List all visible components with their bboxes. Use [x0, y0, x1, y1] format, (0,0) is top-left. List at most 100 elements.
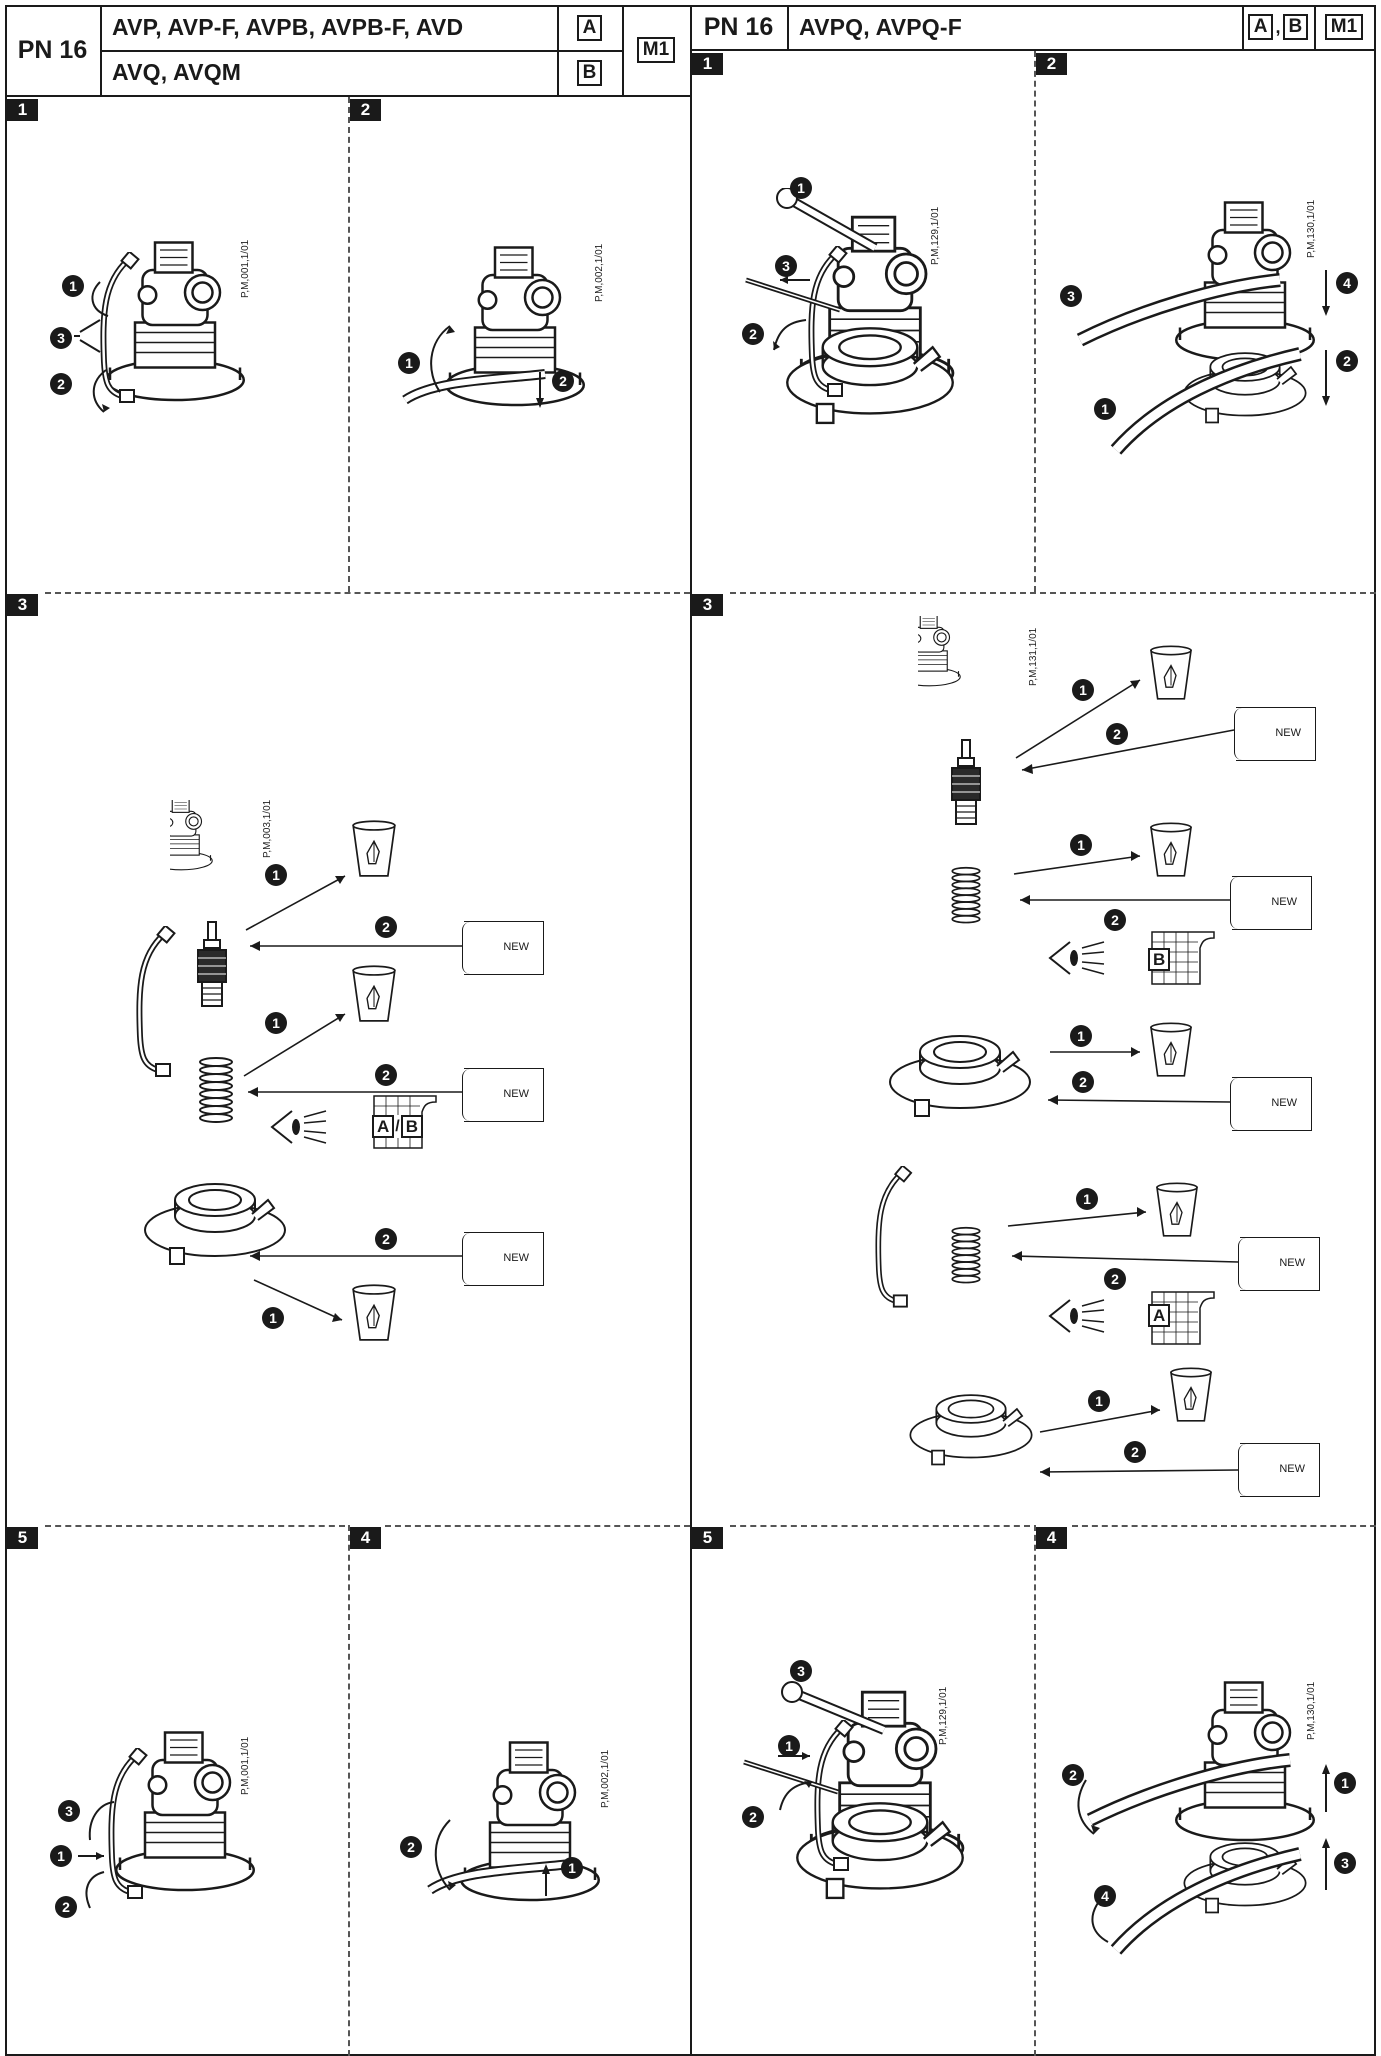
left-step4-wrench [427, 1859, 571, 1895]
right-step5-arrows [778, 1752, 813, 1811]
left-step-5-badge: 5 [7, 1527, 38, 1549]
left-row2-models: AVQ, AVQM [100, 50, 559, 97]
left-step-1-badge: 1 [7, 99, 38, 121]
right-new-label-3: NEW [1271, 1097, 1297, 1109]
left-step1-arrows [74, 281, 110, 413]
right-divider-3 [730, 592, 1376, 594]
left-step1-callout-2: 2 [50, 373, 72, 395]
right-step1-arrows [773, 276, 810, 351]
right-step1-screwdriver [745, 277, 841, 313]
right-step2-arrows [1322, 270, 1330, 406]
right-new-label-4: NEW [1279, 1257, 1305, 1269]
left-step-2-badge: 2 [350, 99, 381, 121]
right-step3-callout-1d: 1 [1076, 1188, 1098, 1210]
right-step5-callout-1: 1 [778, 1735, 800, 1757]
right-new-label-2: NEW [1271, 896, 1297, 908]
left-step3-callout-2a: 2 [375, 916, 397, 938]
right-step5-screwdriver [743, 1759, 839, 1795]
right-step3-ref-b: B [1148, 948, 1171, 971]
right-step4-upper-wrench [1086, 1753, 1291, 1827]
right-step2-lower-wrench [1110, 347, 1302, 455]
left-step5-callout-2: 2 [55, 1896, 77, 1918]
right-step3-new-card-1: NEW [1234, 707, 1316, 761]
right-step3-new-card-4: NEW [1238, 1237, 1320, 1291]
right-top-divider [1034, 51, 1036, 592]
left-step-3-badge: 3 [7, 594, 38, 616]
right-step3-new-card-5: NEW [1238, 1443, 1320, 1497]
left-step3-callout-1c: 1 [262, 1307, 284, 1329]
left-step3-ref-a: A [372, 1115, 395, 1138]
right-step-1-badge: 1 [692, 53, 723, 75]
left-mode-cell: M1 [622, 5, 692, 97]
left-step3-new-card-3: NEW [462, 1232, 544, 1286]
left-row2-code-cell: B [557, 50, 624, 97]
right-new-label-5: NEW [1279, 1463, 1305, 1475]
right-step5-callout-2: 2 [742, 1806, 764, 1828]
left-top-divider [348, 97, 350, 592]
right-step3-callout-2a: 2 [1106, 723, 1128, 745]
left-mode: M1 [636, 37, 676, 63]
right-step4-lower-wrench [1110, 1847, 1302, 1955]
left-row1-code-cell: A [557, 5, 624, 52]
left-step-4-badge: 4 [350, 1527, 381, 1549]
right-step1-callout-3: 3 [775, 255, 797, 277]
right-new-label-1: NEW [1275, 727, 1301, 739]
right-step3-callout-2c: 2 [1072, 1071, 1094, 1093]
left-step3-ref-b: B [400, 1115, 424, 1138]
right-step5-drawing-code: P,M,129,1/01 [938, 1686, 949, 1745]
right-step3-callout-2b: 2 [1104, 909, 1126, 931]
right-step2-callout-4: 4 [1336, 272, 1358, 294]
left-new-label-2: NEW [503, 1088, 529, 1100]
right-mode-cell: M1 [1314, 5, 1376, 51]
right-step-2-badge: 2 [1036, 53, 1067, 75]
right-code-cell: A , B [1242, 5, 1316, 51]
right-mode: M1 [1324, 14, 1364, 40]
right-step1-callout-2: 2 [742, 323, 764, 345]
right-step4-arrows [1077, 1764, 1330, 1943]
left-step5-arrows [70, 1780, 115, 1909]
right-step5-callout-3: 3 [790, 1660, 812, 1682]
right-step3-arrows [1007, 679, 1239, 1477]
right-step2-callout-1: 1 [1094, 398, 1116, 420]
left-step4-arrows [434, 1819, 550, 1896]
left-step2-wrench [402, 369, 546, 405]
left-bottom-divider [348, 1525, 350, 2056]
left-row1-models: AVP, AVP-F, AVPB, AVPB-F, AVD [100, 5, 559, 52]
right-pn-label: PN 16 [690, 5, 789, 51]
left-step3-ref-codes: A / B [372, 1115, 424, 1138]
left-step4-callout-2: 2 [400, 1836, 422, 1858]
right-step3-new-card-2: NEW [1230, 876, 1312, 930]
left-step3-new-card-1: NEW [462, 921, 544, 975]
right-step4-callout-2: 2 [1062, 1764, 1084, 1786]
right-divider-5 [730, 1525, 1030, 1527]
left-step4-drawing-code: P,M,002,1/01 [600, 1749, 611, 1808]
right-code-a: A [1247, 14, 1274, 40]
left-step2-callout-2: 2 [552, 370, 574, 392]
left-step1-callout-3: 3 [50, 327, 72, 349]
right-step4-drawing-code: P,M,130,1/01 [1306, 1681, 1317, 1740]
right-frame [690, 5, 1376, 2056]
left-step5-drawing-code: P,M,001,1/01 [240, 1736, 251, 1795]
left-divider-3 [45, 592, 690, 594]
left-step3-arrows [243, 875, 462, 1322]
right-step2-upper-wrench [1076, 273, 1281, 347]
left-step5-callout-1: 1 [50, 1845, 72, 1867]
right-divider-4 [1072, 1525, 1376, 1527]
right-step4-callout-1: 1 [1334, 1772, 1356, 1794]
left-step3-callout-2c: 2 [375, 1228, 397, 1250]
right-step4-callout-3: 3 [1334, 1852, 1356, 1874]
left-step4-callout-1: 1 [561, 1857, 583, 1879]
right-step3-callout-2e: 2 [1124, 1441, 1146, 1463]
left-new-label-3: NEW [503, 1252, 529, 1264]
left-pn-label: PN 16 [5, 5, 102, 97]
left-step3-callout-2b: 2 [375, 1064, 397, 1086]
left-row2-code: B [576, 59, 603, 86]
left-step3-ref-sep: / [395, 1117, 400, 1135]
left-step1-callout-1: 1 [62, 275, 84, 297]
right-step-3-badge: 3 [692, 594, 723, 616]
right-code-separator: , [1275, 16, 1281, 37]
left-step3-new-card-2: NEW [462, 1068, 544, 1122]
right-step1-callout-1: 1 [790, 177, 812, 199]
left-divider-5 [45, 1525, 345, 1527]
right-step-5-badge: 5 [692, 1527, 723, 1549]
